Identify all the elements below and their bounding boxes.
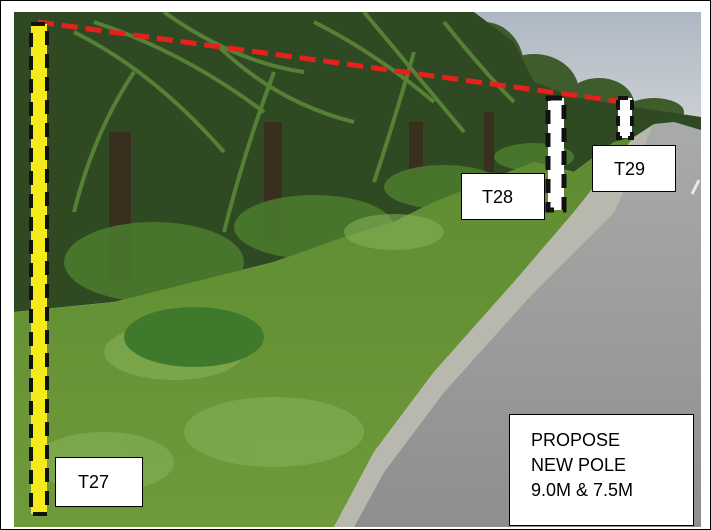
plantation-road-scene bbox=[14, 12, 701, 527]
proposal-note-line2: NEW POLE bbox=[531, 455, 627, 475]
road-shoulder bbox=[334, 124, 654, 527]
pole-label-t29: T29 bbox=[592, 145, 676, 192]
pole-t27 bbox=[29, 22, 49, 516]
pole-t28 bbox=[545, 95, 567, 213]
pole-label-t27: T27 bbox=[55, 457, 143, 507]
proposal-note-line1: PROPOSE bbox=[531, 430, 621, 450]
pole-label-t28: T28 bbox=[461, 173, 545, 220]
pole-t29 bbox=[616, 96, 634, 140]
proposal-note: PROPOSE NEW POLE 9.0M & 7.5M bbox=[509, 414, 694, 526]
proposal-note-line3: 9.0M & 7.5M bbox=[531, 480, 634, 500]
shrub bbox=[124, 307, 264, 367]
overhead-line bbox=[37, 19, 625, 105]
grass-verge bbox=[14, 137, 634, 527]
palm-fronds bbox=[72, 12, 516, 233]
site-photo bbox=[14, 12, 701, 527]
road-edge-line bbox=[690, 179, 701, 195]
